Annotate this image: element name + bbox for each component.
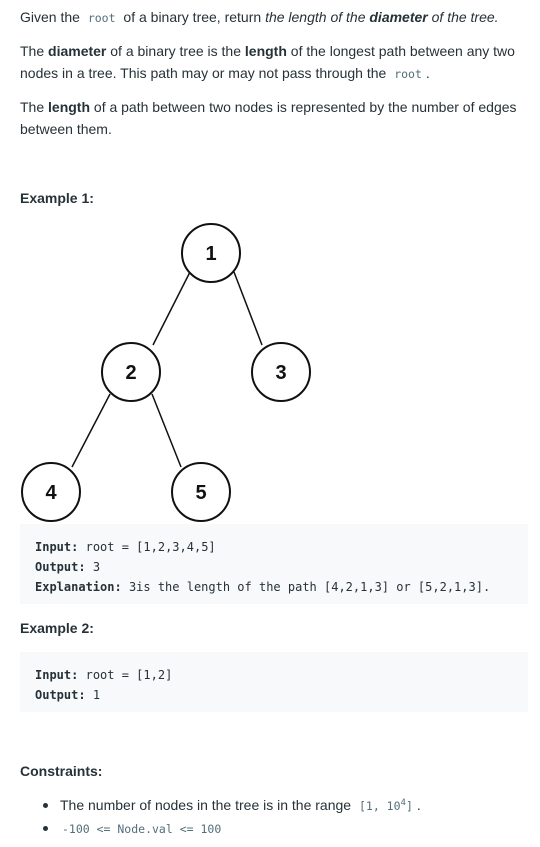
- text: of a path between two nodes is represent…: [20, 99, 517, 137]
- inline-code-root: root: [394, 67, 422, 81]
- text: The: [20, 43, 45, 59]
- intro-paragraph-2: The diameter of a binary tree is the len…: [20, 40, 525, 85]
- tree-node-2: 2: [101, 342, 161, 402]
- value: root = [1,2,3,4,5]: [85, 540, 216, 554]
- tree-node-label: 2: [125, 362, 136, 384]
- tree-edge-2-5: [151, 393, 182, 468]
- constraint-item-node-value: -100 <= Node.val <= 100: [43, 817, 540, 840]
- example-1-code-block: Input: root = [1,2,3,4,5] Output: 3 Expl…: [20, 524, 528, 604]
- tree-node-5: 5: [171, 462, 231, 522]
- tree-node-4: 4: [21, 462, 81, 522]
- bold-term-length: length: [48, 99, 91, 115]
- label: Input:: [35, 668, 79, 682]
- example-1-explanation-line: Explanation: 3is the length of the path …: [35, 577, 513, 597]
- label: Output:: [35, 560, 86, 574]
- example-2-input-line: Input: root = [1,2]: [35, 665, 513, 685]
- text: ]: [405, 799, 413, 813]
- inline-code-value-range: -100 <= Node.val <= 100: [62, 822, 222, 836]
- inline-code-root: root: [87, 11, 116, 25]
- intro-paragraph-1: Given the root of a binary tree, return …: [20, 6, 525, 29]
- label: Input:: [35, 540, 79, 554]
- tree-node-1: 1: [181, 223, 241, 283]
- text: of the tree.: [431, 9, 499, 25]
- example-2-code-block: Input: root = [1,2] Output: 1: [20, 652, 528, 712]
- tree-edge-2-4: [71, 393, 111, 468]
- tree-node-label: 4: [45, 482, 57, 504]
- value: 1: [92, 688, 101, 702]
- tree-node-3: 3: [251, 342, 311, 402]
- bold-term-length: length: [244, 43, 287, 59]
- label: Output:: [35, 688, 86, 702]
- tree-edge-1-2: [152, 271, 191, 346]
- text: the length of the: [265, 9, 366, 25]
- tree-node-label: 5: [195, 482, 206, 504]
- text: [1, 10: [358, 799, 401, 813]
- intro-paragraph-3: The length of a path between two nodes i…: [20, 96, 525, 140]
- example-1-output-line: Output: 3: [35, 557, 513, 577]
- constraints-list: The number of nodes in the tree is in th…: [20, 794, 540, 840]
- example-2-heading: Example 2:: [20, 620, 94, 636]
- text: Given the: [20, 9, 80, 25]
- label: Explanation:: [35, 580, 122, 594]
- constraint-item-node-count: The number of nodes in the tree is in th…: [43, 794, 540, 817]
- text: of the longest path between any two node…: [20, 43, 515, 81]
- value: root = [1,2]: [85, 668, 173, 682]
- tree-node-label: 3: [275, 362, 286, 384]
- text: The: [20, 99, 45, 115]
- text: .: [425, 65, 430, 81]
- tree-node-label: 1: [205, 243, 216, 265]
- value: 3is the length of the path [4,2,1,3] or …: [128, 580, 491, 594]
- binary-tree-diagram: 1 2 3 4 5: [21, 223, 311, 522]
- example-1-input-line: Input: root = [1,2,3,4,5]: [35, 537, 513, 557]
- constraints-heading: Constraints:: [20, 763, 103, 779]
- example-1-heading: Example 1:: [20, 190, 94, 206]
- text: of a binary tree, return: [123, 9, 262, 25]
- text: The number of nodes in the tree is in th…: [60, 797, 352, 813]
- text: of a binary tree is the: [110, 43, 242, 59]
- tree-edge-1-3: [233, 271, 263, 346]
- text: .: [416, 797, 421, 813]
- superscript: 4: [400, 798, 406, 809]
- value: 3: [92, 560, 101, 574]
- bold-term-diameter: diameter: [48, 43, 107, 59]
- bold-term-diameter: diameter: [369, 9, 428, 25]
- example-2-output-line: Output: 1: [35, 685, 513, 705]
- inline-code-range: [1, 104]: [355, 799, 417, 813]
